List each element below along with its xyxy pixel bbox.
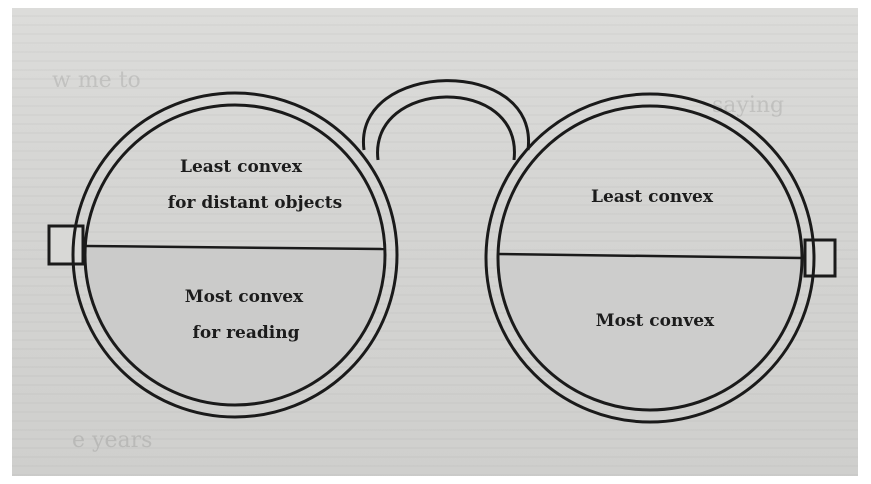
left-upper-label-line2: for distant objects — [168, 193, 342, 213]
bridge-outer — [363, 81, 528, 150]
right-upper-label: Least convex — [591, 187, 713, 207]
left-temple-stub — [49, 226, 83, 264]
left-lower-label-line1: Most convex — [185, 287, 303, 307]
right-temple-stub — [805, 240, 835, 276]
right-lens-lower-tint — [480, 255, 840, 425]
left-lower-label-line2: for reading — [193, 323, 300, 343]
bridge-inner — [378, 97, 515, 160]
left-upper-label-line1: Least convex — [180, 157, 302, 177]
right-lower-label: Most convex — [596, 311, 714, 331]
